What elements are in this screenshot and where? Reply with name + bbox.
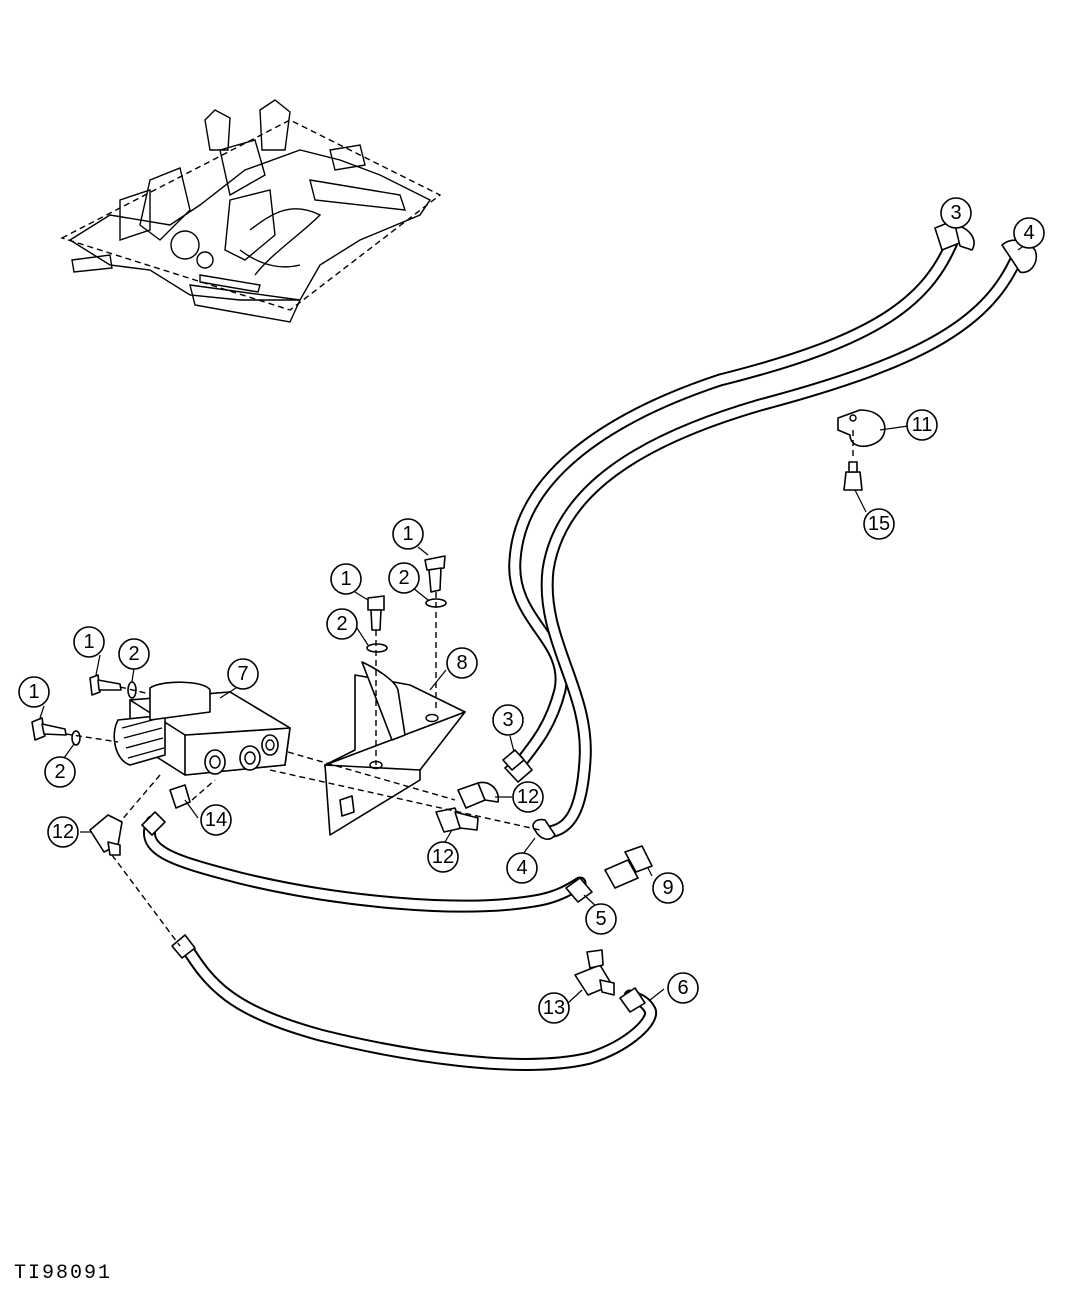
hose-pair-upper bbox=[508, 228, 1025, 839]
callout-1-mid: 1 bbox=[330, 563, 362, 595]
callout-label: 7 bbox=[237, 663, 248, 685]
hose-5 bbox=[143, 815, 587, 913]
callout-label: 5 bbox=[595, 908, 606, 930]
callout-label: 6 bbox=[677, 977, 688, 999]
callout-label: 2 bbox=[128, 643, 139, 665]
callout-3-lower: 3 bbox=[492, 704, 524, 736]
bolts-1 bbox=[31, 555, 446, 741]
callout-label: 8 bbox=[456, 652, 467, 674]
callout-9: 9 bbox=[652, 872, 684, 904]
callout-label: 12 bbox=[432, 846, 454, 868]
callout-2-left-lower: 2 bbox=[44, 756, 76, 788]
hose-6 bbox=[178, 938, 658, 1071]
callout-12-left: 12 bbox=[47, 816, 79, 848]
callout-label: 1 bbox=[83, 631, 94, 653]
callout-label: 1 bbox=[340, 568, 351, 590]
callout-1-top: 1 bbox=[392, 518, 424, 550]
callout-15: 15 bbox=[863, 508, 895, 540]
callout-14: 14 bbox=[200, 804, 232, 836]
callout-8: 8 bbox=[446, 647, 478, 679]
callout-label: 15 bbox=[868, 513, 890, 535]
callout-11: 11 bbox=[906, 409, 938, 441]
callout-label: 12 bbox=[52, 821, 74, 843]
hose-end-fittings bbox=[141, 219, 1038, 1013]
callout-12-center: 12 bbox=[427, 841, 459, 873]
callout-3-upper: 3 bbox=[940, 197, 972, 229]
clamp-11 bbox=[837, 409, 886, 460]
callout-label: 9 bbox=[662, 877, 673, 899]
washers-2 bbox=[71, 598, 447, 746]
callout-4-lower: 4 bbox=[506, 852, 538, 884]
callout-2-mid: 2 bbox=[326, 608, 358, 640]
callout-6: 6 bbox=[667, 972, 699, 1004]
assembly-lines bbox=[65, 592, 541, 947]
callout-label: 1 bbox=[402, 523, 413, 545]
callout-label: 1 bbox=[28, 681, 39, 703]
callout-label: 4 bbox=[1023, 222, 1034, 244]
callout-2-top: 2 bbox=[388, 562, 420, 594]
machine-frame-locator bbox=[60, 99, 442, 323]
callout-label: 3 bbox=[950, 202, 961, 224]
leader-lines bbox=[39, 225, 1026, 1004]
callout-label: 2 bbox=[398, 567, 409, 589]
screw-15 bbox=[843, 461, 863, 491]
callout-5: 5 bbox=[585, 903, 617, 935]
callout-2-left-upper: 2 bbox=[118, 638, 150, 670]
fittings bbox=[89, 781, 653, 996]
callout-7: 7 bbox=[227, 658, 259, 690]
callout-label: 2 bbox=[336, 613, 347, 635]
callout-label: 3 bbox=[502, 709, 513, 731]
oil-cooler-7 bbox=[113, 681, 291, 776]
bracket-8 bbox=[324, 661, 466, 836]
callout-label: 14 bbox=[205, 809, 227, 831]
figure-code: TI98091 bbox=[14, 1262, 113, 1285]
callout-12-right: 12 bbox=[512, 781, 544, 813]
callout-1-left-lower: 1 bbox=[18, 676, 50, 708]
callout-13: 13 bbox=[538, 992, 570, 1024]
callout-1-left-upper: 1 bbox=[73, 626, 105, 658]
callout-label: 11 bbox=[912, 414, 933, 436]
callout-label: 12 bbox=[517, 786, 539, 808]
callout-label: 2 bbox=[54, 761, 65, 783]
callout-label: 4 bbox=[516, 857, 527, 879]
callout-label: 13 bbox=[543, 997, 565, 1019]
callout-4-upper: 4 bbox=[1013, 217, 1045, 249]
